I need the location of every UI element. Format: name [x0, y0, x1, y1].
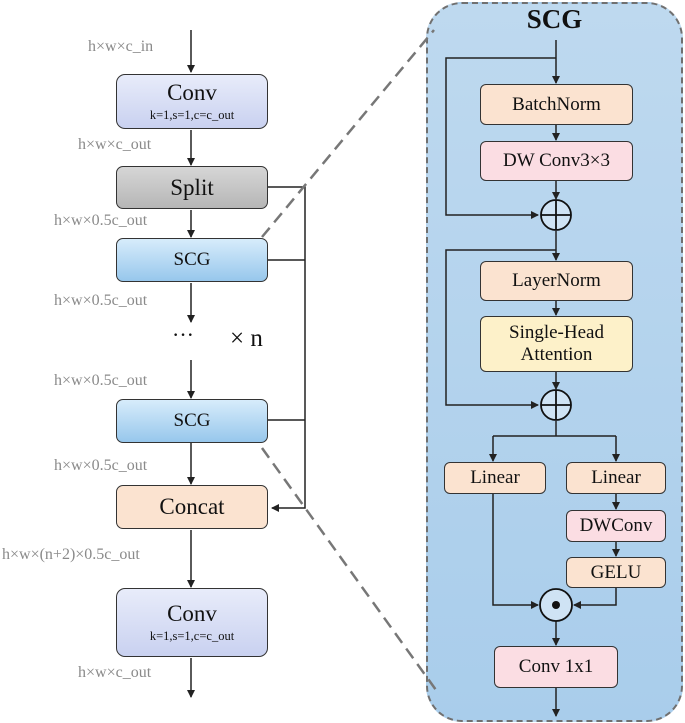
zoom-line-bottom [260, 447, 438, 691]
conv-block-top: Conv k=1,s=1,c=c_out [116, 74, 268, 129]
conv-block-bottom: Conv k=1,s=1,c=c_out [116, 588, 268, 657]
skip-split-concat [268, 186, 306, 512]
dim-label-output: h×w×c_out [78, 664, 152, 681]
attention-block: Single-Head Attention [480, 316, 633, 372]
scg-panel-title: SCG [526, 4, 583, 34]
linear-block-right: Linear [566, 462, 666, 494]
conv-title: Conv [167, 601, 217, 626]
repeat-n-label: × n [230, 325, 263, 352]
dim-label-after-conv: h×w×c_out [78, 136, 152, 153]
conv-title: Conv [167, 80, 217, 105]
gelu-block: GELU [566, 557, 666, 588]
dim-label-input: h×w×c_in [88, 38, 154, 55]
dw-conv3x3-block: DW Conv3×3 [480, 141, 633, 181]
dim-label-after-split: h×w×0.5c_out [54, 212, 148, 229]
layernorm-block: LayerNorm [480, 261, 633, 301]
conv-params: k=1,s=1,c=c_out [149, 108, 235, 122]
linear-block-left: Linear [444, 462, 546, 494]
dim-label-after-scg2: h×w×0.5c_out [54, 457, 148, 474]
split-block: Split [116, 166, 268, 209]
dim-label-after-scg: h×w×0.5c_out [54, 292, 148, 309]
ellipsis: ··· [172, 322, 194, 347]
dim-label-before-scg: h×w×0.5c_out [54, 372, 148, 389]
scg-block-1: SCG [116, 238, 268, 282]
concat-block: Concat [116, 485, 268, 529]
batchnorm-block: BatchNorm [480, 84, 633, 125]
conv1x1-block: Conv 1x1 [494, 646, 618, 688]
dwconv-block: DWConv [566, 510, 666, 542]
conv-params: k=1,s=1,c=c_out [149, 629, 235, 643]
scg-block-2: SCG [116, 399, 268, 443]
dim-label-after-concat: h×w×(n+2)×0.5c_out [2, 546, 140, 563]
zoom-line-top [261, 29, 435, 238]
